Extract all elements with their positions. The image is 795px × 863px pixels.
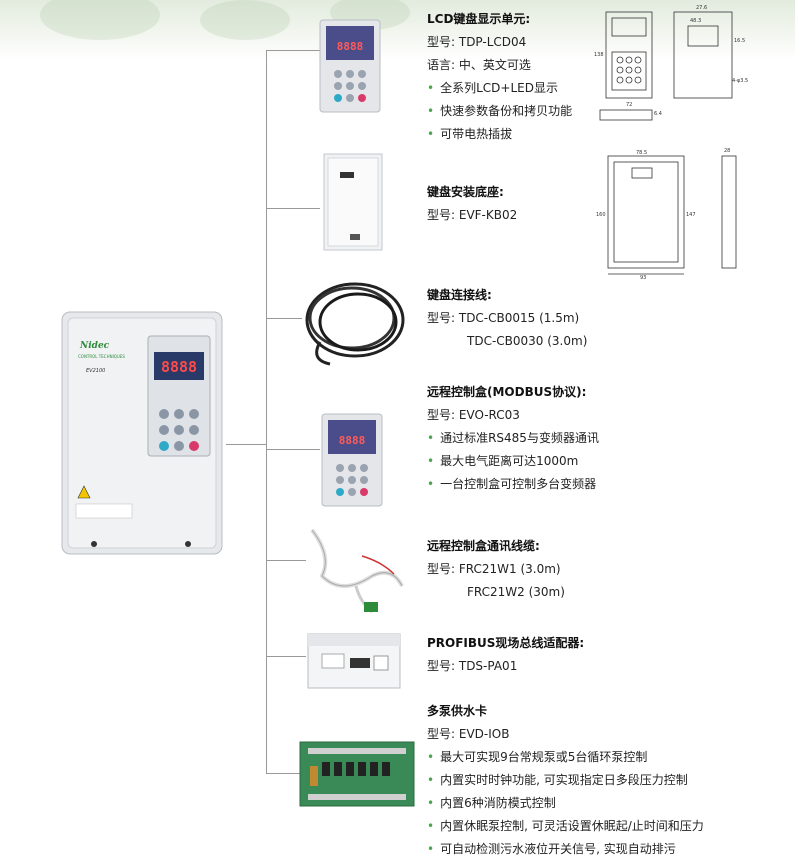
accessory-title: LCD键盘显示单元: bbox=[427, 12, 531, 26]
base-dimension-drawing: 78.5 93 160 147 28 bbox=[596, 148, 737, 280]
dim-label: 16.5 bbox=[734, 38, 745, 44]
accessory-keypad-cable: 键盘连接线: 型号: TDC-CB0015 (1.5m) TDC-CB0030 (3… bbox=[427, 284, 587, 353]
bullet-icon: • bbox=[427, 81, 435, 95]
background-leaf bbox=[40, 0, 160, 40]
accessory-feature-bullet: • 可自动检测污水液位开关信号, 实现自动排污 bbox=[427, 838, 704, 861]
dim-label: 147 bbox=[686, 212, 696, 218]
accessory-remote-control-box: 远程控制盒(MODBUS协议): 型号: EVO-RC03 • 通过标准RS485与变… bbox=[427, 381, 599, 496]
accessory-spec-line: 型号: TDS-PA01 bbox=[427, 659, 518, 673]
bullet-icon: • bbox=[427, 127, 435, 141]
dim-label: 78.5 bbox=[636, 150, 647, 156]
accessory-feature-bullet: • 快速参数备份和拷贝功能 bbox=[427, 100, 572, 123]
connector-branch bbox=[266, 50, 320, 51]
bullet-icon: • bbox=[427, 454, 435, 468]
bullet-text: 最大电气距离可达1000m bbox=[440, 454, 579, 468]
bullet-text: 可带电热插拔 bbox=[440, 127, 513, 141]
accessory-feature-bullet: • 全系列LCD+LED显示 bbox=[427, 77, 572, 100]
dim-label: 160 bbox=[596, 212, 606, 218]
bullet-icon: • bbox=[427, 842, 435, 856]
accessory-pump-card: 多泵供水卡型号: EVD-IOB • 最大可实现9台常规泵或5台循环泵控制 • 内置实时… bbox=[427, 700, 704, 861]
drive-model-label: EV2100 bbox=[86, 368, 105, 374]
communication-cable-image bbox=[310, 528, 404, 614]
keypad-dimension-drawing: 72 138 27.6 48.3 16.5 4-φ3.5 6.4 bbox=[594, 5, 748, 121]
connector-branch bbox=[266, 318, 302, 319]
accessory-feature-bullet: • 最大可实现9台常规泵或5台循环泵控制 bbox=[427, 746, 704, 769]
bullet-text: 全系列LCD+LED显示 bbox=[440, 81, 558, 95]
bullet-text: 内置实时时钟功能, 可实现指定日多段压力控制 bbox=[440, 773, 688, 787]
bullet-text: 快速参数备份和拷贝功能 bbox=[440, 104, 573, 118]
accessory-title: 键盘连接线: bbox=[427, 288, 492, 302]
inverter-drive-image: 8888 Nidec CONTROL TECHNIQUES EV2100 bbox=[61, 311, 223, 555]
dim-label: 72 bbox=[626, 102, 632, 108]
drive-brand-logo: Nidec bbox=[79, 341, 110, 351]
accessory-spec-line: 型号: EVD-IOB bbox=[427, 727, 510, 741]
accessory-feature-bullet: • 最大电气距离可达1000m bbox=[427, 450, 599, 473]
accessory-keypad-base: 键盘安装底座: 型号: EVF-KB02 bbox=[427, 181, 517, 227]
keypad-cable-image bbox=[305, 282, 405, 366]
accessory-title: 远程控制盒通讯线缆: bbox=[427, 539, 540, 553]
pump-control-card-image bbox=[299, 741, 415, 807]
accessory-title: 远程控制盒(MODBUS协议): bbox=[427, 385, 587, 399]
bullet-icon: • bbox=[427, 477, 435, 491]
dim-label: 138 bbox=[594, 52, 604, 58]
connector-branch bbox=[266, 449, 320, 450]
bullet-text: 内置6种消防模式控制 bbox=[440, 796, 556, 810]
accessory-spec-line: 型号: TDC-CB0015 (1.5m) bbox=[427, 311, 580, 325]
remote-control-box-image: 8888 bbox=[321, 413, 383, 507]
accessory-feature-bullet: • 一台控制盒可控制多台变频器 bbox=[427, 473, 599, 496]
dim-label: 93 bbox=[640, 275, 646, 280]
profibus-adapter-image bbox=[307, 633, 401, 689]
accessory-spec-line: 型号: EVO-RC03 bbox=[427, 408, 520, 422]
bullet-icon: • bbox=[427, 431, 435, 445]
accessory-spec-line: 型号: FRC21W1 (3.0m) bbox=[427, 562, 561, 576]
accessory-spec-line: 型号: EVF-KB02 bbox=[427, 208, 518, 222]
accessory-feature-bullet: • 内置6种消防模式控制 bbox=[427, 792, 704, 815]
connector-branch bbox=[266, 656, 306, 657]
keypad-base-image bbox=[323, 153, 383, 251]
lcd-keypad-image: 8888 bbox=[319, 19, 381, 113]
accessory-remote-cable: 远程控制盒通讯线缆: 型号: FRC21W1 (3.0m) FRC21W2 (30m… bbox=[427, 535, 565, 604]
dim-label: 4-φ3.5 bbox=[732, 78, 748, 84]
accessory-profibus-adapter: PROFIBUS现场总线适配器: 型号: TDS-PA01 bbox=[427, 632, 584, 678]
accessory-spec-line: 型号: TDP-LCD04 bbox=[427, 35, 527, 49]
connector-branch bbox=[266, 208, 320, 209]
background-leaf bbox=[200, 0, 290, 40]
bullet-icon: • bbox=[427, 773, 435, 787]
connector-trunk bbox=[266, 50, 267, 773]
bullet-icon: • bbox=[427, 104, 435, 118]
bullet-text: 内置休眠泵控制, 可灵活设置休眠起/止时间和压力 bbox=[440, 819, 704, 833]
accessory-title: 多泵供水卡 bbox=[427, 704, 488, 718]
bullet-icon: • bbox=[427, 819, 435, 833]
bullet-text: 通过标准RS485与变频器通讯 bbox=[440, 431, 599, 445]
drive-display-digits: 8888 bbox=[161, 358, 197, 376]
accessory-feature-bullet: • 通过标准RS485与变频器通讯 bbox=[427, 427, 599, 450]
connector-branch bbox=[266, 560, 306, 561]
accessory-feature-bullet: • 内置实时时钟功能, 可实现指定日多段压力控制 bbox=[427, 769, 704, 792]
connector-drive bbox=[226, 444, 266, 445]
bullet-text: 最大可实现9台常规泵或5台循环泵控制 bbox=[440, 750, 648, 764]
accessory-title: 键盘安装底座: bbox=[427, 185, 504, 199]
keypad-display-digits: 8888 bbox=[337, 40, 364, 53]
accessory-feature-bullet: • 可带电热插拔 bbox=[427, 123, 572, 146]
dim-label: 28 bbox=[724, 148, 730, 154]
dim-label: 6.4 bbox=[654, 111, 662, 117]
bullet-text: 一台控制盒可控制多台变频器 bbox=[440, 477, 597, 491]
accessory-title: PROFIBUS现场总线适配器: bbox=[427, 636, 585, 650]
bullet-text: 可自动检测污水液位开关信号, 实现自动排污 bbox=[440, 842, 676, 856]
accessory-lcd-keypad: LCD键盘显示单元: 型号: TDP-LCD04 语言: 中、英文可选 • 全系列LCD… bbox=[427, 8, 572, 146]
dim-label: 48.3 bbox=[690, 18, 701, 24]
connector-branch bbox=[266, 773, 300, 774]
header-background bbox=[0, 0, 795, 60]
keypad-display-digits: 8888 bbox=[339, 434, 366, 447]
accessory-spec-line: TDC-CB0030 (3.0m) bbox=[467, 334, 588, 348]
drive-subbrand: CONTROL TECHNIQUES bbox=[78, 354, 125, 359]
accessory-spec-line: FRC21W2 (30m) bbox=[467, 585, 565, 599]
accessory-spec-line: 语言: 中、英文可选 bbox=[427, 58, 531, 72]
bullet-icon: • bbox=[427, 796, 435, 810]
accessory-feature-bullet: • 内置休眠泵控制, 可灵活设置休眠起/止时间和压力 bbox=[427, 815, 704, 838]
dim-label: 27.6 bbox=[696, 5, 707, 11]
bullet-icon: • bbox=[427, 750, 435, 764]
